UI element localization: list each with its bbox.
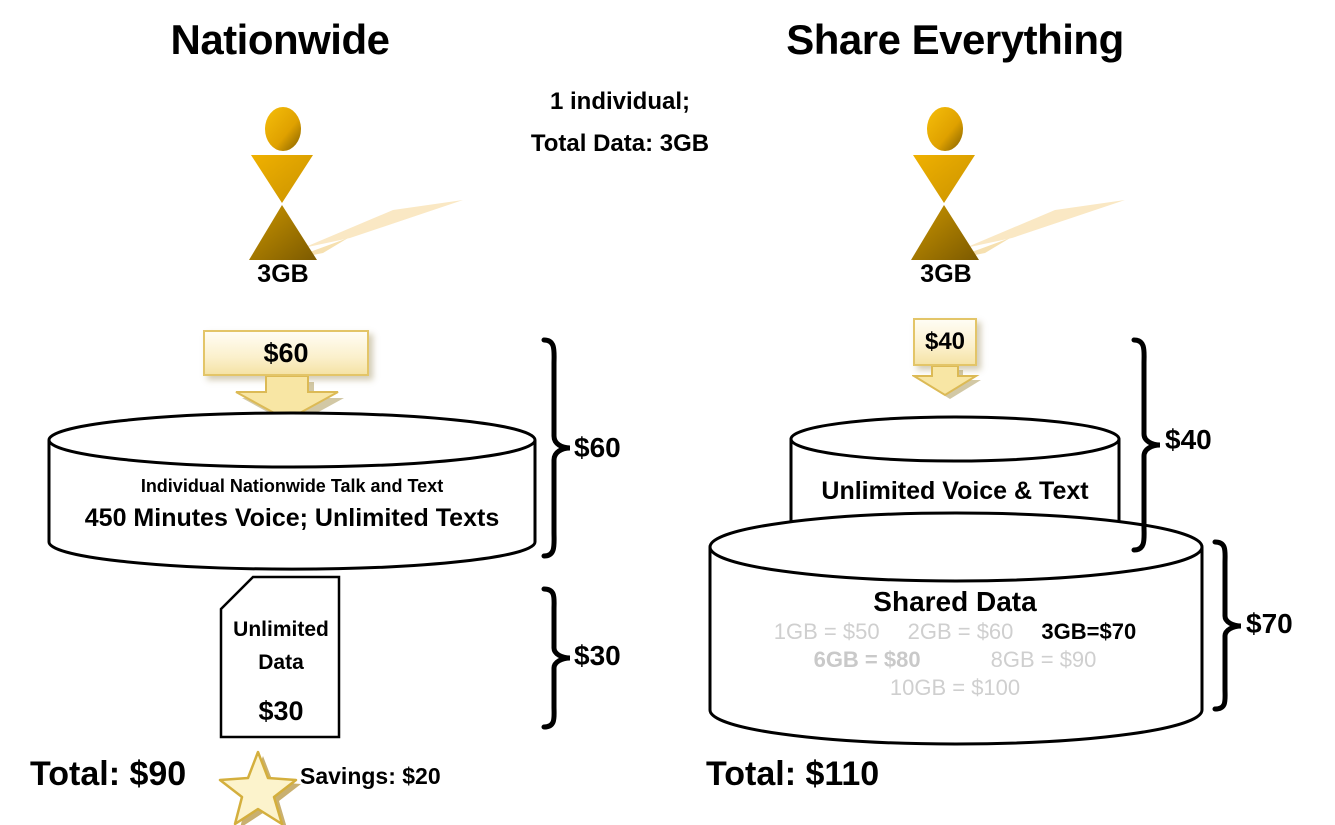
shared-data-cylinder: [708, 511, 1204, 746]
nationwide-total: Total: $90: [30, 755, 187, 793]
voice-plan-details: 450 Minutes Voice; Unlimited Texts: [84, 504, 500, 532]
data-option: 6GB = $80: [813, 647, 921, 672]
data-option: 10GB = $100: [889, 675, 1021, 700]
scenario-note-line2: Total Data: 3GB: [530, 130, 710, 157]
data-option: 1GB = $50: [773, 619, 880, 644]
pricing-row: 1GB = $50 2GB = $60 3GB=$70: [715, 618, 1195, 646]
person-data-label: 3GB: [257, 260, 309, 288]
voice-price-label: $60: [574, 432, 621, 463]
person-icon: [249, 107, 463, 260]
pricing-row: 6GB = $80 8GB = $90: [715, 646, 1195, 674]
data-plan-note: [219, 575, 341, 739]
data-option: 2GB = $60: [907, 619, 1014, 644]
data-note-line1: Unlimited: [233, 618, 329, 641]
share-everything-title: Share Everything: [786, 16, 1124, 63]
data-option: 8GB = $90: [990, 647, 1097, 672]
brace: [1131, 337, 1161, 553]
monthly-price-callout: $60: [203, 330, 369, 376]
data-note-price: $30: [258, 696, 304, 726]
voice-plan-name: Individual Nationwide Talk and Text: [140, 476, 444, 496]
nationwide-title: Nationwide: [170, 16, 390, 63]
star-icon: [218, 750, 301, 825]
share-everything-total: Total: $110: [706, 755, 880, 793]
voice-plan-cylinder: [47, 411, 537, 571]
down-arrow-icon: [912, 366, 981, 399]
savings-label: Savings: $20: [300, 763, 441, 789]
brace: [1212, 539, 1242, 712]
monthly-price-callout: $40: [913, 318, 977, 366]
down-arrow-icon: [235, 376, 344, 424]
data-note-line2: Data: [258, 651, 304, 674]
data-pricing-options: 1GB = $50 2GB = $60 3GB=$70 6GB = $80 8G…: [715, 618, 1195, 702]
shared-data-title: Shared Data: [873, 586, 1037, 617]
pricing-row: 10GB = $100: [715, 674, 1195, 702]
brace: [541, 337, 571, 559]
data-price-label: $30: [574, 640, 621, 671]
voice-price-label: $40: [1165, 424, 1212, 455]
scenario-note-line1: 1 individual;: [549, 88, 690, 115]
data-option-selected: 3GB=$70: [1041, 619, 1137, 644]
person-icon: [911, 107, 1125, 260]
brace: [541, 586, 571, 730]
voice-plan-label: Unlimited Voice & Text: [821, 477, 1089, 505]
data-price-label: $70: [1246, 608, 1293, 639]
person-data-label: 3GB: [920, 260, 972, 288]
